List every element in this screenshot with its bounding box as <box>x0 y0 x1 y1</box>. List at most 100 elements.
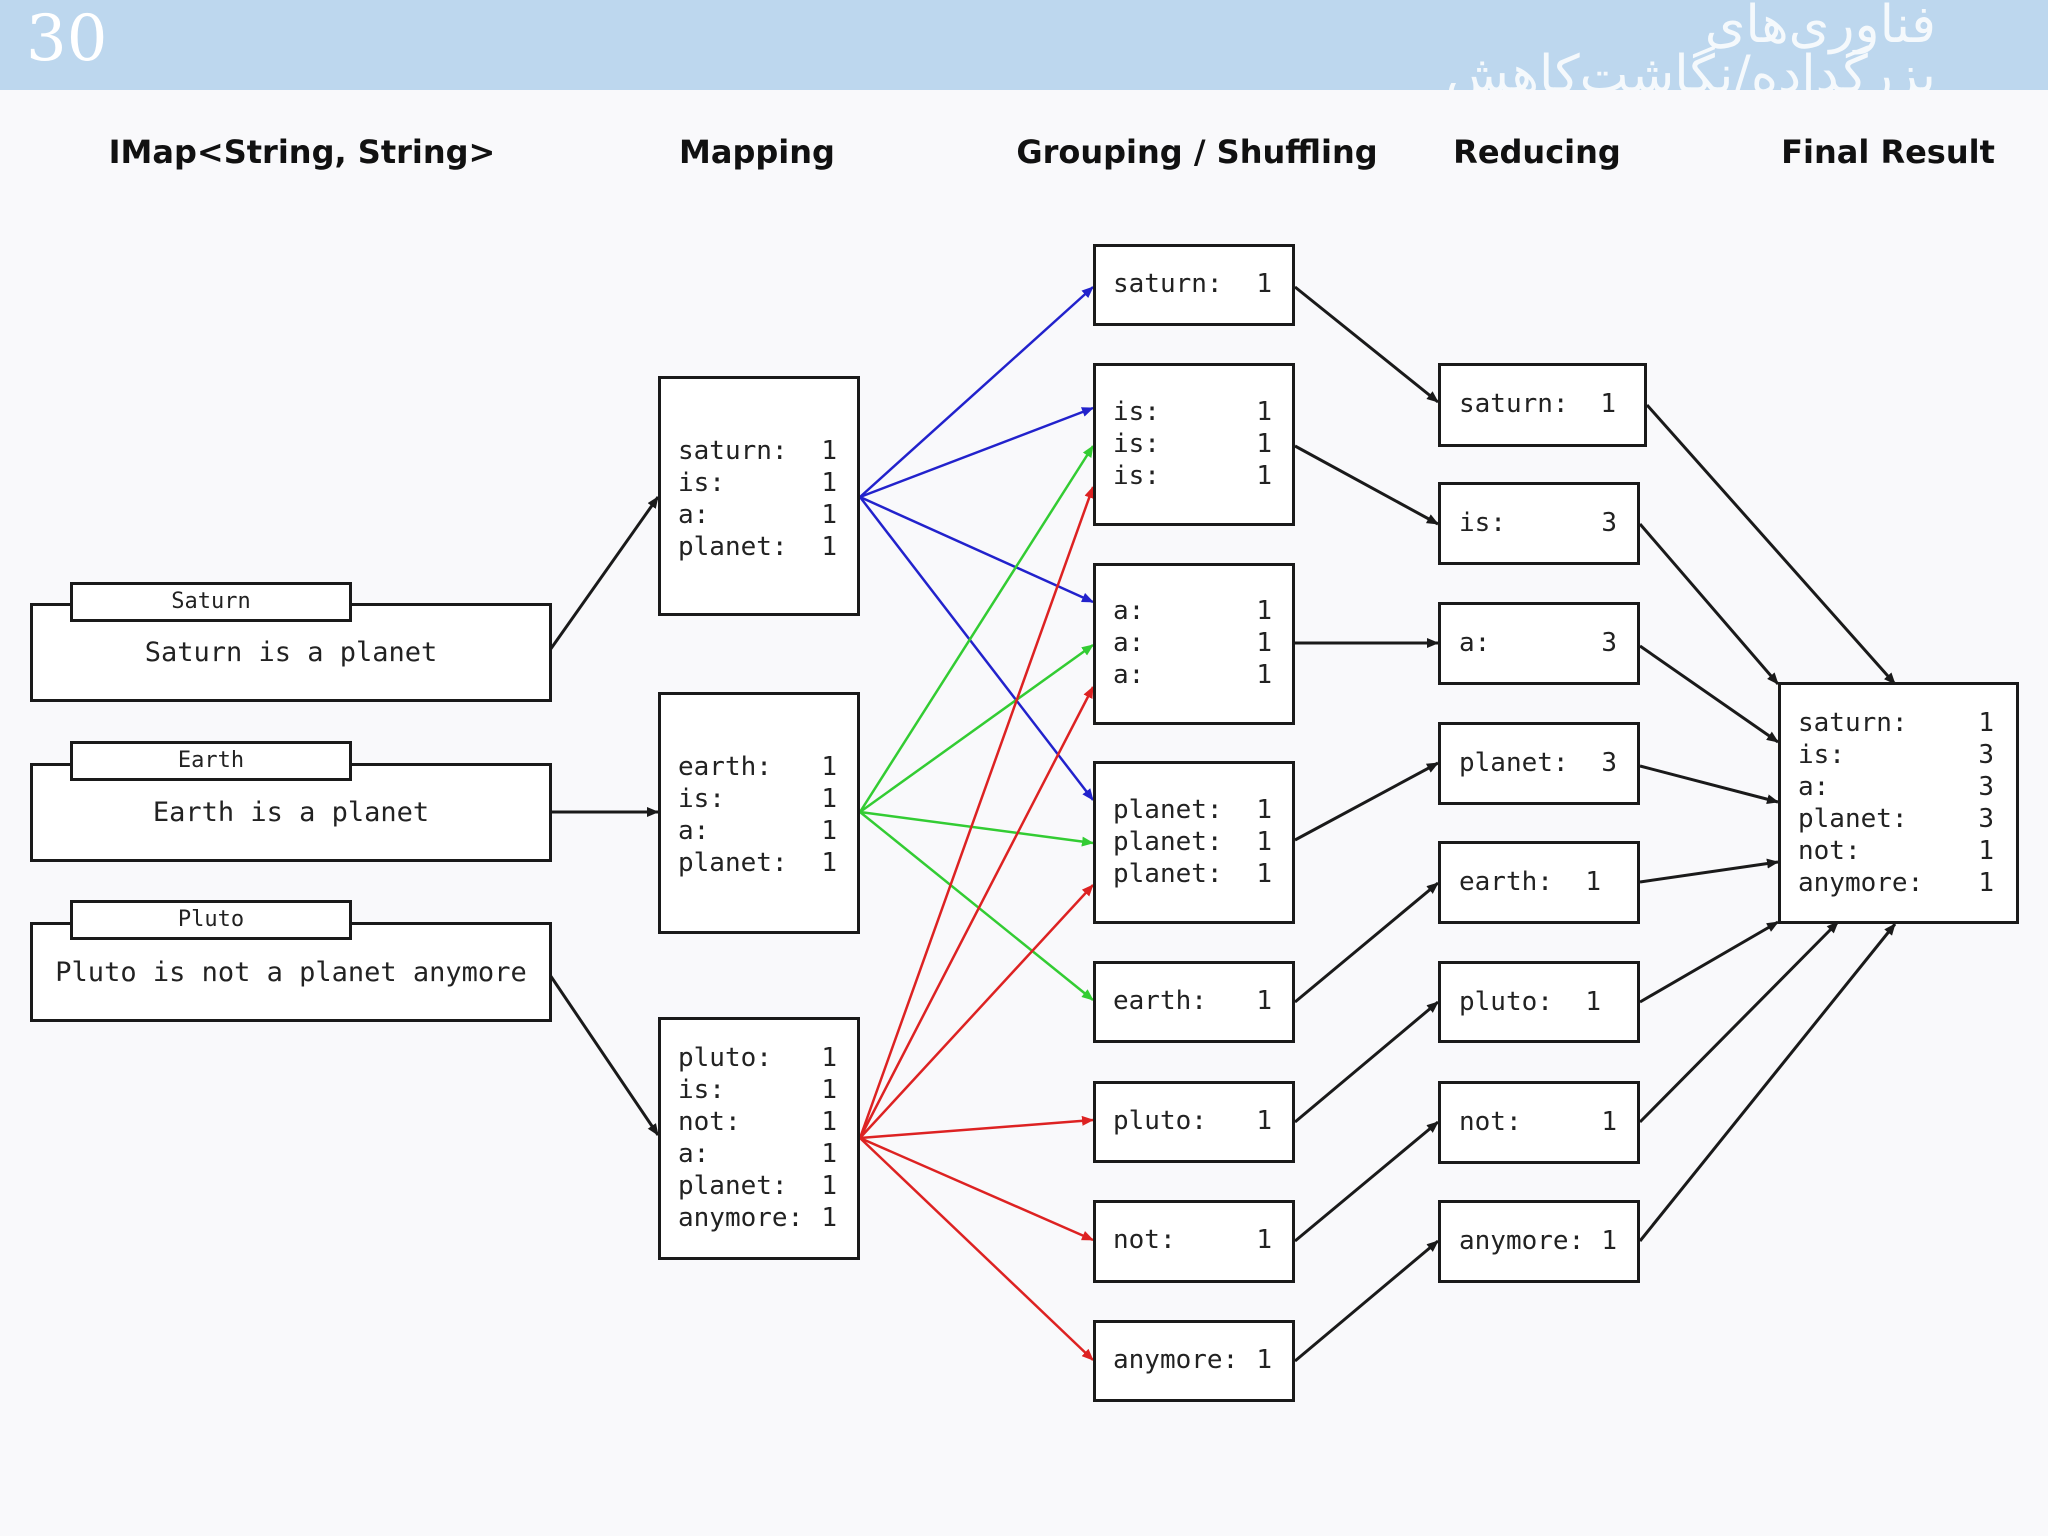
edge-map-saturn-to-group-planet <box>859 496 1094 801</box>
kv-row: is:3 <box>1459 508 1617 538</box>
final-result-box: saturn:1 is:3 a:3 planet:3 not:1 anymore… <box>1778 682 2019 924</box>
reducer-not: not:1 <box>1438 1081 1640 1164</box>
column-header-mapping: Mapping <box>679 133 835 171</box>
edge-reducer-saturn-to-final <box>1645 404 1897 685</box>
kv-row: saturn:1 <box>1113 269 1272 299</box>
kv-row: pluto:1 <box>1459 987 1601 1017</box>
kv-row: is:1 <box>678 784 837 814</box>
mapper-pluto: pluto:1 is:1 not:1 a:1 planet:1 anymore:… <box>658 1017 860 1260</box>
kv-row: planet:1 <box>1113 827 1272 857</box>
kv-row: a:1 <box>678 816 837 846</box>
column-header-final: Final Result <box>1781 133 1995 171</box>
edge-map-saturn-to-group-saturn <box>859 286 1094 498</box>
kv-row: a:3 <box>1459 628 1617 658</box>
group-anymore: anymore:1 <box>1093 1320 1295 1402</box>
edge-group-anymore-to-reducer <box>1294 1239 1439 1363</box>
kv-row: not:1 <box>1798 836 1994 866</box>
kv-row: earth:1 <box>678 752 837 782</box>
edge-reducer-is-to-final <box>1638 523 1780 685</box>
kv-row: not:1 <box>678 1107 837 1137</box>
edge-map-pluto-to-group-pluto <box>859 1115 1094 1140</box>
kv-row: planet:1 <box>678 532 837 562</box>
kv-row: a:1 <box>678 1139 837 1169</box>
reducer-saturn: saturn:1 <box>1438 363 1647 447</box>
reducer-anymore: anymore:1 <box>1438 1200 1640 1283</box>
reducer-pluto: pluto:1 <box>1438 961 1640 1043</box>
kv-row: earth:1 <box>1459 867 1601 897</box>
kv-row: is:1 <box>1113 397 1272 427</box>
reducer-planet: planet:3 <box>1438 722 1640 805</box>
edge-group-saturn-to-reducer <box>1294 285 1439 404</box>
group-a: a:1 a:1 a:1 <box>1093 563 1295 725</box>
reducer-earth: earth:1 <box>1438 841 1640 924</box>
group-saturn: saturn:1 <box>1093 244 1295 326</box>
edge-group-planet-to-reducer <box>1294 761 1439 842</box>
kv-row: is:1 <box>1113 461 1272 491</box>
kv-row: planet:1 <box>1113 859 1272 889</box>
edge-map-earth-to-group-planet <box>859 810 1094 847</box>
kv-row: saturn:1 <box>1459 389 1616 419</box>
edge-input-pluto-to-mapper <box>548 974 660 1136</box>
edge-reducer-a-to-final <box>1639 644 1779 744</box>
edge-map-saturn-to-group-is <box>859 406 1094 499</box>
kv-row: is:1 <box>1113 429 1272 459</box>
edge-map-earth-to-group-is <box>858 445 1095 813</box>
kv-row: pluto:1 <box>1113 1106 1272 1136</box>
reducer-is: is:3 <box>1438 482 1640 565</box>
kv-row: planet:3 <box>1798 804 1994 834</box>
kv-row: anymore:1 <box>1798 868 1994 898</box>
edge-group-not-to-reducer <box>1294 1120 1439 1243</box>
input-key-pluto: Pluto <box>70 900 352 940</box>
edge-map-pluto-to-group-a <box>858 686 1095 1139</box>
group-pluto: pluto:1 <box>1093 1081 1295 1163</box>
slide-title-line1: فناوری‌های <box>1704 0 1936 55</box>
kv-row: planet:3 <box>1459 748 1617 778</box>
edge-reducer-not-to-final <box>1638 920 1840 1124</box>
edge-reducer-pluto-to-final <box>1639 920 1779 1004</box>
edge-map-pluto-to-group-not <box>859 1136 1094 1242</box>
edge-map-pluto-to-group-anymore <box>859 1137 1094 1361</box>
edge-map-pluto-to-group-is <box>858 486 1095 1139</box>
input-key-saturn: Saturn <box>70 582 352 622</box>
kv-row: a:1 <box>1113 660 1272 690</box>
column-header-grouping: Grouping / Shuffling <box>1016 133 1378 171</box>
edge-map-pluto-to-group-planet <box>859 884 1094 1139</box>
kv-row: anymore:1 <box>1113 1345 1272 1375</box>
kv-row: pluto:1 <box>678 1043 837 1073</box>
edge-reducer-earth-to-final <box>1639 858 1779 884</box>
kv-row: a:3 <box>1798 772 1994 802</box>
kv-row: anymore:1 <box>1459 1226 1617 1256</box>
edge-input-saturn-to-mapper <box>548 496 660 651</box>
kv-row: earth:1 <box>1113 986 1272 1016</box>
slide-number: 30 <box>26 2 108 76</box>
kv-row: planet:1 <box>678 848 837 878</box>
kv-row: is:3 <box>1798 740 1994 770</box>
slide-header: 30 فناوری‌های بزرگداده/نگاشت‌کاهش <box>0 0 2048 101</box>
kv-row: planet:1 <box>678 1171 837 1201</box>
group-earth: earth:1 <box>1093 961 1295 1043</box>
mapper-earth: earth:1 is:1 a:1 planet:1 <box>658 692 860 934</box>
kv-row: anymore:1 <box>678 1203 837 1233</box>
kv-row: saturn:1 <box>1798 708 1994 738</box>
mapper-saturn: saturn:1 is:1 a:1 planet:1 <box>658 376 860 616</box>
edge-group-is-to-reducer <box>1294 444 1439 526</box>
kv-row: a:1 <box>1113 628 1272 658</box>
input-value: Saturn is a planet <box>144 637 438 668</box>
reducer-a: a:3 <box>1438 602 1640 685</box>
kv-row: planet:1 <box>1113 795 1272 825</box>
input-value: Pluto is not a planet anymore <box>55 957 527 988</box>
group-not: not:1 <box>1093 1200 1295 1283</box>
input-key-earth: Earth <box>70 741 352 781</box>
kv-row: not:1 <box>1113 1225 1272 1255</box>
kv-row: saturn:1 <box>678 436 837 466</box>
input-value: Earth is a planet <box>152 797 430 828</box>
edge-group-earth-to-reducer <box>1294 881 1439 1004</box>
edge-reducer-planet-to-final <box>1639 764 1779 805</box>
kv-row: is:1 <box>678 1075 837 1105</box>
group-planet: planet:1 planet:1 planet:1 <box>1093 761 1295 924</box>
kv-row: not:1 <box>1459 1107 1617 1137</box>
edge-map-earth-to-group-earth <box>859 811 1094 1001</box>
column-header-reducing: Reducing <box>1453 133 1621 171</box>
edge-map-earth-to-group-a <box>859 643 1094 814</box>
